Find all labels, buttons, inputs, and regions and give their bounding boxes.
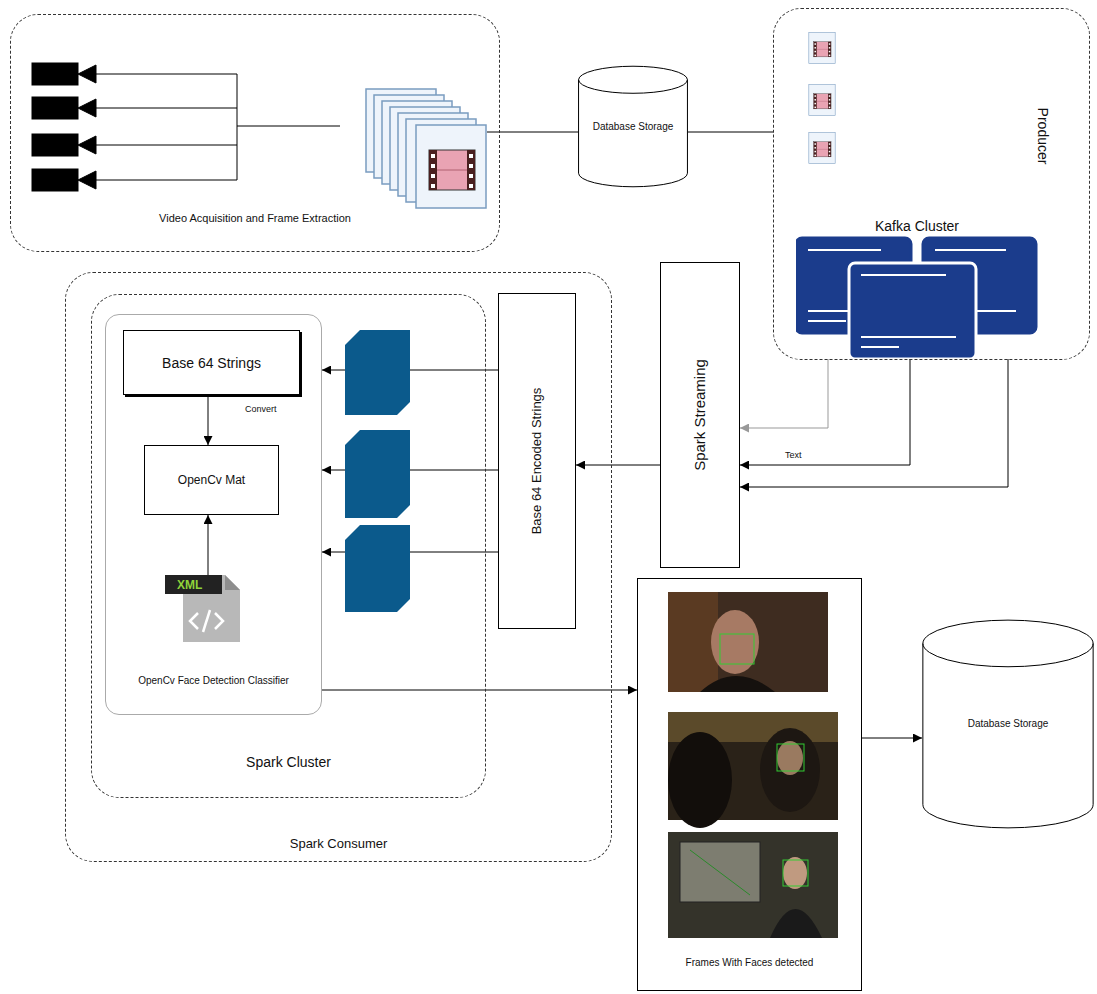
figure (760, 728, 820, 812)
server-card (849, 263, 976, 359)
edge-label: Convert (243, 404, 279, 415)
frame-image (668, 592, 828, 692)
screen-line (690, 850, 750, 895)
server-line (861, 274, 946, 276)
cluster-region: Spark Cluster OpenCv Face Detection Class… (91, 294, 486, 798)
edge-label: Text (783, 450, 804, 461)
camera (32, 97, 78, 119)
database-cylinder: Database Storage (578, 65, 688, 188)
face (777, 741, 803, 775)
process-box: OpenCv Mat (144, 445, 279, 515)
figure (668, 732, 732, 828)
server-line (935, 249, 1006, 251)
node-label: Spark Cluster (246, 754, 331, 771)
face (783, 857, 807, 889)
node-label: XML (177, 578, 202, 592)
camera-lens (78, 171, 96, 189)
face-box (783, 860, 808, 886)
connector (208, 515, 209, 576)
detected-frames (668, 592, 838, 938)
connector (740, 359, 828, 428)
connector (862, 738, 922, 739)
streaming-box: Spark Streaming (660, 262, 740, 568)
kafka-cluster-icon: Kafka Cluster (796, 216, 1038, 359)
connector (740, 359, 910, 465)
file-fold (225, 575, 240, 590)
frame-stack (366, 89, 486, 208)
frame-image (668, 832, 838, 938)
camera (32, 134, 78, 156)
node-label: Base 64 Strings (162, 354, 261, 371)
server-line (808, 320, 846, 322)
connector (322, 690, 637, 691)
server-line (861, 336, 956, 338)
cylinder-path (923, 620, 1093, 828)
consumer-region: Spark Consumer Spark Cluster OpenCv Face D… (65, 272, 612, 862)
connector (208, 395, 209, 445)
node-label: Video Acquisition and Frame Extraction (159, 212, 351, 225)
partition (345, 330, 410, 415)
body (700, 676, 775, 692)
window (680, 842, 760, 902)
kafka-servers (796, 216, 1038, 359)
camera-lens (78, 136, 96, 154)
cylinder-path (579, 66, 688, 187)
camera-lens (78, 65, 96, 83)
classifier-panel: OpenCv Face Detection Classifier Base 64 … (105, 314, 322, 715)
camera-icons (32, 63, 96, 191)
output-frames-box: Frames With Faces detected (637, 578, 862, 991)
node-label: Database Storage (585, 121, 681, 133)
node-label: OpenCv Mat (177, 473, 247, 487)
camera (32, 169, 78, 191)
xml-file-icon: XML (168, 576, 243, 646)
node-label: Spark Streaming (691, 359, 709, 471)
face (711, 610, 759, 674)
process-box: Base 64 Strings (123, 330, 300, 395)
stage-region: Video Acquisition and Frame Extraction (10, 14, 500, 252)
partition (345, 430, 410, 518)
connector (740, 359, 1008, 487)
partition (345, 525, 410, 612)
producer-frame-icons (809, 32, 835, 163)
producer-region: ProducerKafka Cluster (773, 8, 1090, 360)
encoded-strings-box: Base 64 Encoded Strings (498, 293, 576, 629)
database-cylinder: Database Storage (922, 618, 1094, 830)
face-box (720, 634, 754, 664)
node-label: Kafka Cluster (875, 218, 959, 235)
camera (32, 63, 78, 85)
connector (576, 465, 660, 466)
file-tag (165, 575, 222, 594)
body (770, 909, 822, 938)
server-line (808, 249, 881, 251)
server-line (861, 346, 899, 348)
node-label: Base 64 Encoded Strings (529, 388, 545, 535)
node-label: OpenCv Face Detection Classifier (134, 675, 294, 687)
node-label: Spark Consumer (290, 836, 388, 852)
node-label: Frames With Faces detected (685, 957, 815, 969)
frame-background (668, 592, 718, 692)
code-glyph (190, 610, 223, 632)
xml-file-icon (165, 575, 240, 642)
node-label: Producer (1035, 108, 1052, 165)
connector (500, 132, 578, 133)
connector (688, 132, 773, 133)
node-label: Database Storage (933, 718, 1083, 730)
camera-lens (78, 99, 96, 117)
face-box (777, 744, 804, 771)
partition-shapes (345, 330, 410, 612)
